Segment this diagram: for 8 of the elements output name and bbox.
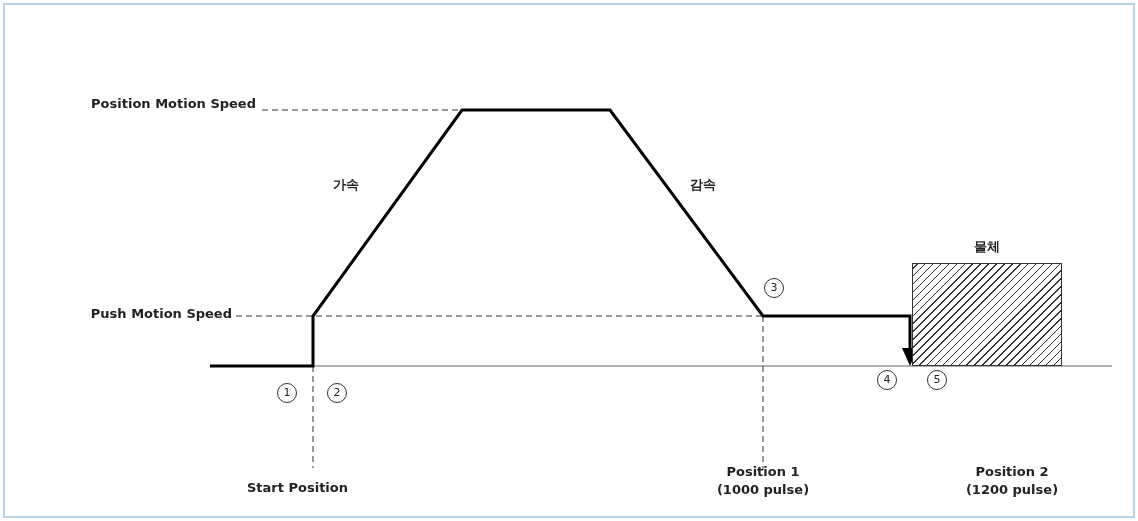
- position-label: Position 2 (1200 pulse): [964, 463, 1060, 499]
- position-label: Start Position: [247, 479, 348, 497]
- ramp-label: 감속: [690, 176, 716, 194]
- speed-level-label: Push Motion Speed: [89, 305, 232, 323]
- object-label: 물체: [973, 238, 1001, 256]
- position-label: Position 1 (1000 pulse): [715, 463, 811, 499]
- ramp-label: 가속: [333, 176, 359, 194]
- speed-level-label: Position Motion Speed: [90, 95, 256, 113]
